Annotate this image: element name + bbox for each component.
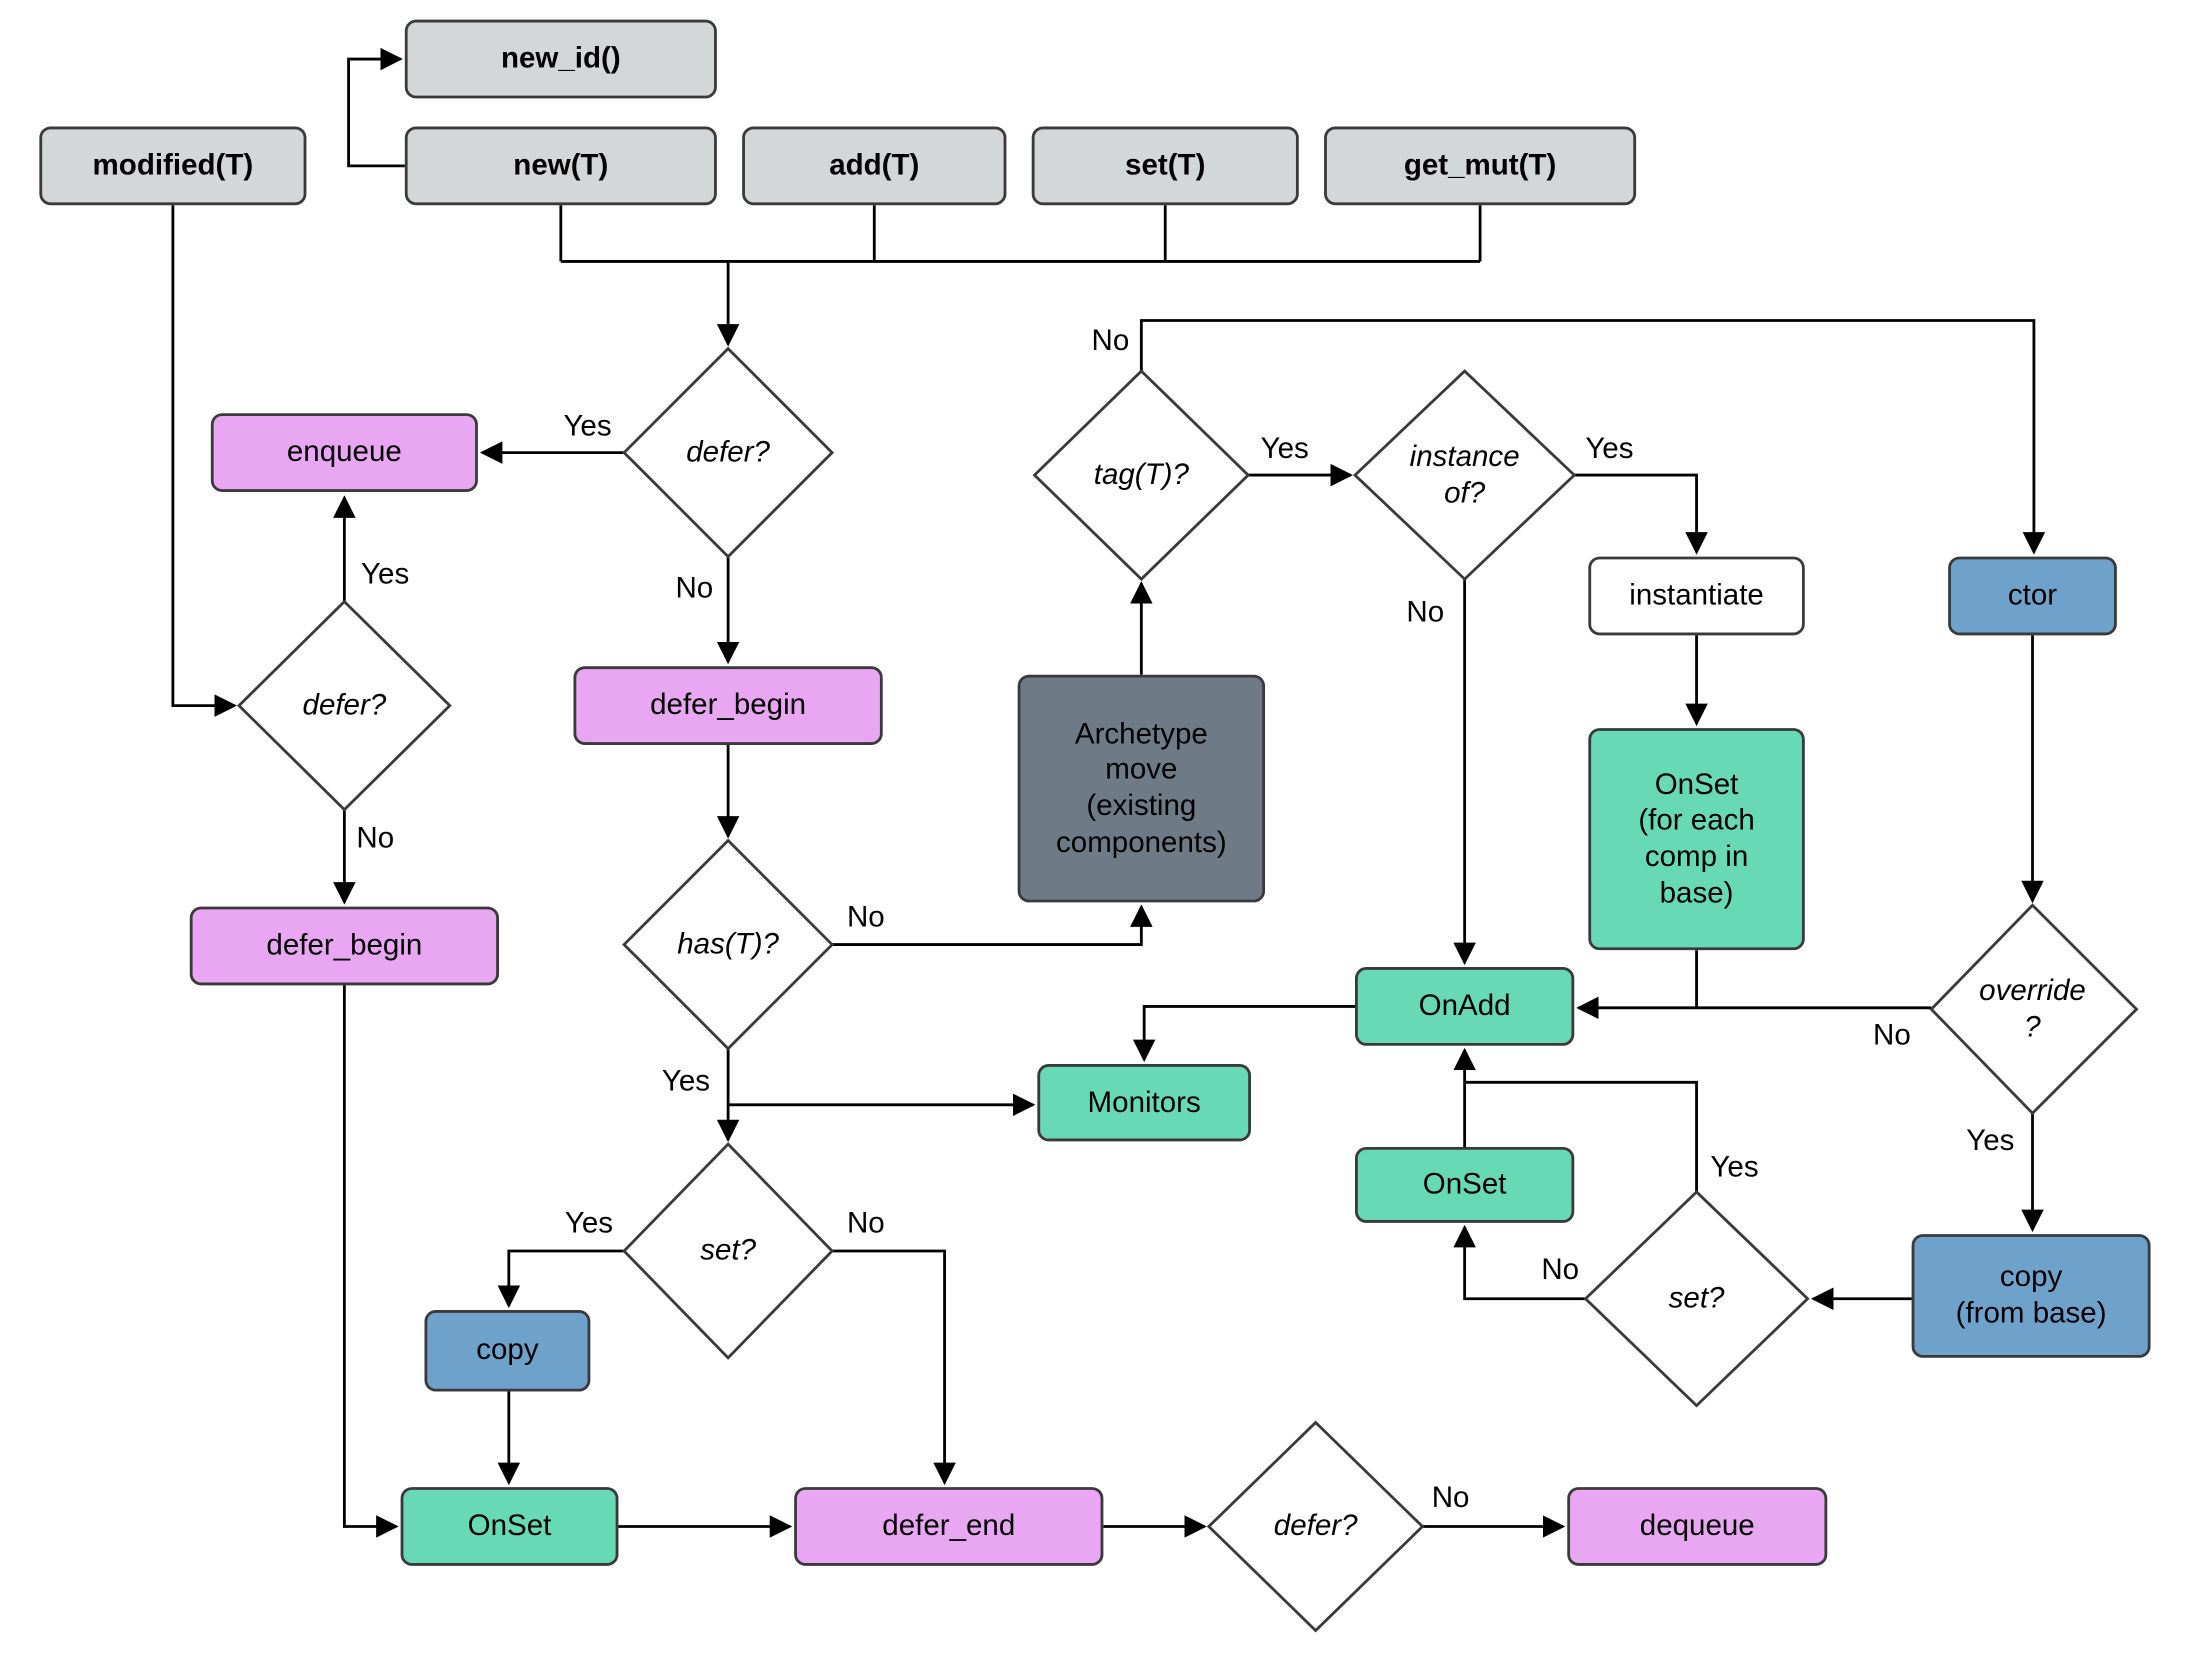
edge-instanceof-instantiate [1574, 473, 1708, 555]
edge-label-has-yes: Yes [661, 1065, 711, 1098]
node-ctor: ctor [1948, 556, 2117, 636]
decision-instance-of-shape [1352, 369, 1577, 582]
edge-label-set-right-no: No [1541, 1253, 1580, 1287]
edge-label-defer1-no: No [675, 572, 714, 605]
node-copy-from-base: copy (from base) [1911, 1234, 2151, 1358]
decision-has-t-shape [622, 838, 835, 1051]
decision-set-left-shape [622, 1142, 835, 1360]
decision-has-t-label: has(T)? [677, 927, 779, 961]
decision-defer-2-label: defer? [302, 689, 387, 722]
decision-tag-t-shape [1032, 369, 1251, 582]
edge-label-set-left-yes: Yes [564, 1207, 614, 1240]
edge-label-tag-no: No [1091, 324, 1130, 358]
decision-set-right-shape [1583, 1189, 1810, 1408]
node-new-id: new_id() [404, 19, 717, 99]
node-add-t: add(T) [742, 126, 1007, 206]
decision-set-left-label: set? [700, 1234, 757, 1267]
decision-tag-t-label: tag(T)? [1093, 458, 1189, 491]
edge-label-tag-yes: Yes [1260, 432, 1309, 466]
decision-override-shape [1929, 903, 2139, 1116]
edge-newt-newid [347, 47, 405, 168]
node-copy: copy [424, 1310, 591, 1392]
edge-label-defer3-no: No [1431, 1481, 1470, 1514]
edge-label-override-no: No [1873, 1019, 1911, 1052]
edge-label-set-left-no: No [846, 1207, 885, 1240]
node-onset-left: OnSet [400, 1487, 619, 1566]
edge-label-defer2-yes: Yes [361, 558, 410, 591]
node-get-mut-t: get_mut(T) [1324, 126, 1637, 206]
node-onset-right: OnSet [1354, 1146, 1575, 1223]
edge-label-override-yes: Yes [1966, 1124, 2015, 1157]
edge-label-instance-no: No [1406, 595, 1445, 629]
node-monitors: Monitors [1037, 1064, 1251, 1142]
edge-deferbeginleft-onsetleft [342, 983, 399, 1538]
edge-hast-archetype [832, 904, 1153, 946]
node-new-t: new(T) [404, 126, 717, 206]
decision-instance-of-label: instance of? [1409, 440, 1520, 509]
decision-set-right-label: set? [1668, 1282, 1725, 1315]
decision-defer-1-shape [622, 346, 835, 559]
decision-defer-1-label: defer? [686, 436, 770, 469]
node-defer-end: defer_end [794, 1487, 1104, 1566]
decision-defer-2-shape [236, 599, 452, 812]
node-instantiate: instantiate [1588, 556, 1805, 636]
node-onset-for-each: OnSet (for each comp in base) [1588, 728, 1805, 951]
edge-label-set-right-yes: Yes [1710, 1151, 1759, 1184]
edge-set-yes-join [1464, 1080, 1698, 1192]
edge-label-defer2-no: No [356, 822, 395, 855]
edge-tagt-ctor [1139, 319, 2046, 555]
decision-defer-3-shape [1206, 1420, 1425, 1633]
edge-label-has-no: No [846, 900, 885, 934]
node-defer-begin-center: defer_begin [573, 666, 883, 745]
node-set-t: set(T) [1031, 126, 1299, 206]
edge-onadd-monitors [1132, 1005, 1355, 1063]
edge-label-defer1-yes: Yes [563, 410, 612, 443]
decision-defer-3-label: defer? [1273, 1509, 1358, 1543]
node-defer-begin-left: defer_begin [189, 906, 499, 986]
edge-modified-defer2 [171, 205, 237, 717]
node-archetype-move: Archetype move (existing components) [1017, 674, 1266, 903]
node-onadd: OnAdd [1354, 967, 1575, 1046]
edge-setleft-copy [497, 1249, 625, 1309]
node-modified-t: modified(T) [39, 126, 307, 206]
node-enqueue: enqueue [210, 413, 478, 492]
edge-label-instance-yes: Yes [1585, 432, 1634, 466]
decision-override-label: override ? [1979, 974, 2086, 1043]
node-dequeue: dequeue [1567, 1487, 1828, 1566]
edge-set-onset [1453, 1224, 1586, 1301]
edge-setleft-deferend [832, 1249, 956, 1486]
